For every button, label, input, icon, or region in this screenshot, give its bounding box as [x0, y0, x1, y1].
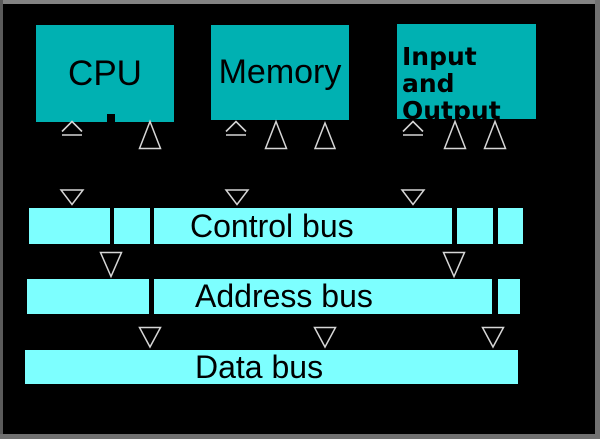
window-border-left — [0, 0, 3, 439]
up-triangle-icon — [313, 120, 337, 150]
window-border-bottom — [0, 434, 600, 439]
io-label-line1: Input and — [402, 42, 477, 98]
cpu-address-line-notch — [107, 114, 115, 123]
down-triangle-icon — [138, 326, 162, 349]
control-bus-segment — [114, 208, 150, 244]
cpu-label: CPU — [68, 53, 142, 93]
down-triangle-icon — [481, 326, 505, 349]
address-bus-segment — [498, 279, 520, 314]
address-bus-segment — [27, 279, 149, 314]
window-border-top — [0, 0, 600, 4]
data-bus-label: Data bus — [195, 349, 324, 385]
address-bus-label: Address bus — [195, 278, 373, 314]
up-triangle-icon — [483, 119, 507, 150]
memory-box: Memory — [211, 25, 349, 120]
data-bus-segment — [25, 350, 518, 384]
down-triangle-icon — [442, 251, 466, 279]
down-triangle-icon — [224, 189, 250, 206]
up-arrow-icon — [225, 120, 247, 136]
down-triangle-icon — [59, 189, 85, 206]
up-triangle-icon — [443, 119, 467, 150]
up-arrow-icon — [61, 120, 83, 136]
control-bus-label: Control bus — [190, 208, 354, 244]
control-bus-segment — [29, 208, 110, 244]
address-bus-segment — [154, 279, 492, 314]
down-triangle-icon — [313, 326, 337, 349]
control-bus-segment — [154, 208, 452, 244]
memory-label: Memory — [218, 53, 342, 91]
control-bus-segment — [498, 208, 523, 244]
up-triangle-icon — [138, 119, 162, 150]
window-border-right — [595, 0, 600, 439]
control-bus-segment — [457, 208, 493, 244]
up-triangle-icon — [264, 119, 288, 150]
down-triangle-icon — [400, 189, 426, 206]
down-triangle-icon — [99, 251, 123, 279]
io-label-line2: Output — [402, 96, 501, 125]
input-output-box: Input and Output — [397, 24, 536, 124]
cpu-box: CPU — [36, 25, 174, 122]
